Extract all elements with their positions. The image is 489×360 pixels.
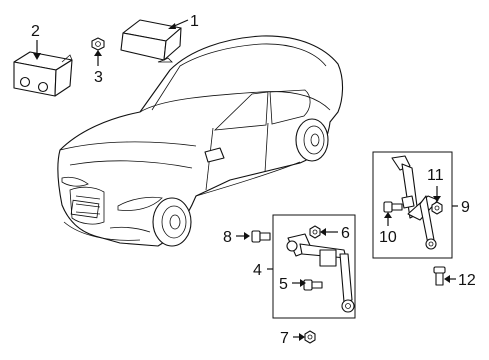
callout-9-label: 9 xyxy=(461,199,470,216)
front-level-sensor-part[interactable] xyxy=(286,233,355,313)
callout-6-label: 6 xyxy=(341,225,350,242)
connector-port xyxy=(37,81,49,93)
callout-2-arrow xyxy=(33,53,41,60)
sensor-module-part[interactable] xyxy=(13,51,73,97)
callout-1-label: 1 xyxy=(190,13,199,30)
callout-12-label: 12 xyxy=(458,272,476,289)
lower-bolt-part[interactable] xyxy=(433,266,446,286)
callout-8-label: 8 xyxy=(223,229,232,246)
callout-12-arrow xyxy=(444,275,450,283)
rear-sensor-group-box xyxy=(372,151,453,259)
callout-7-arrow xyxy=(299,333,305,341)
callout-10-arrow xyxy=(384,212,392,218)
bottom-nut-part[interactable] xyxy=(304,330,316,344)
callout-3-arrow xyxy=(94,50,102,56)
callout-10-label: 10 xyxy=(379,229,397,246)
connector-port xyxy=(19,76,31,88)
front-sensor-group-box xyxy=(272,214,356,319)
callout-6-arrow xyxy=(320,228,326,236)
callout-7-label: 7 xyxy=(280,330,289,347)
control-module-part[interactable] xyxy=(120,19,182,63)
rear-level-sensor-part[interactable] xyxy=(391,155,439,250)
callout-11-label: 11 xyxy=(427,167,444,184)
front-nut-part[interactable] xyxy=(309,225,321,239)
rear-nut-part[interactable] xyxy=(431,201,443,215)
callout-2-label: 2 xyxy=(31,23,40,40)
callout-1-arrow xyxy=(168,23,176,29)
nut-part[interactable] xyxy=(91,37,105,51)
callout-3-label: 3 xyxy=(94,69,103,86)
callout-8-arrow xyxy=(244,232,250,240)
callout-11-arrow xyxy=(433,196,441,202)
vehicle-outline xyxy=(57,35,344,247)
callout-4-label: 4 xyxy=(253,262,262,279)
front-bolt-part[interactable] xyxy=(303,279,323,291)
callout-5-label: 5 xyxy=(279,276,288,293)
side-bolt-part[interactable] xyxy=(251,230,271,243)
rear-bolt-part[interactable] xyxy=(383,201,403,213)
callout-5-arrow xyxy=(300,279,306,287)
